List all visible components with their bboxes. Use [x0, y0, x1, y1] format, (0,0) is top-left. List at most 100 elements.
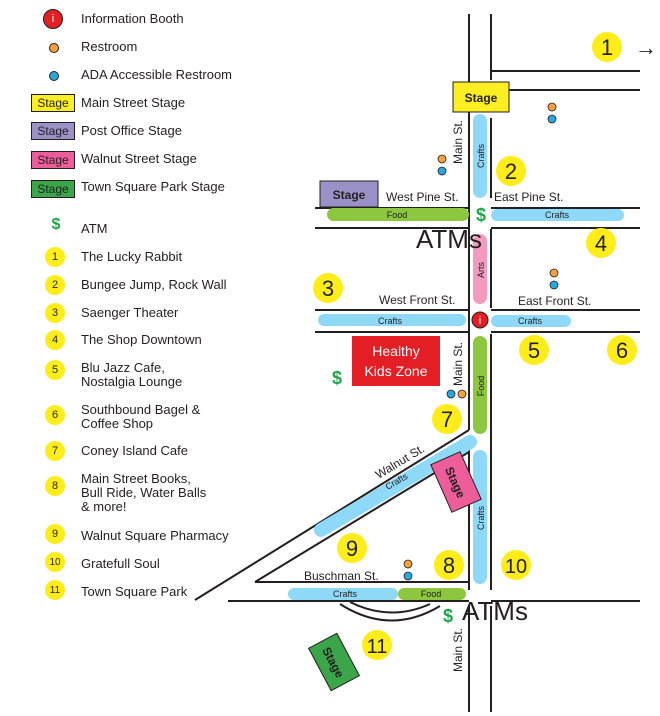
marker-4-number: 4 [595, 231, 607, 256]
marker-3: 3 [313, 273, 343, 303]
ada-restroom-dot [446, 389, 456, 399]
east-pine-label: East Pine St. [494, 190, 563, 204]
town-square-stage-icon: Stage [31, 180, 75, 198]
main-street-stage-label: Stage [465, 91, 498, 105]
number-11-icon: 11 [45, 580, 65, 600]
number-2-icon: 2 [45, 275, 65, 295]
food-strip-bottom [398, 588, 466, 600]
ada-restroom-dot [403, 571, 413, 581]
number-6-icon: 6 [45, 405, 65, 425]
legend-item-1: 1 The Lucky Rabbit [0, 246, 300, 270]
marker-7: 7 [432, 404, 462, 434]
atms-label-top: ATMs [416, 224, 482, 254]
crafts-label-main-north: Crafts [476, 144, 486, 169]
food-label-bottom: Food [421, 589, 442, 599]
map-stages: Stage Stage Stage Stage [307, 81, 510, 692]
post-office-stage-icon: Stage [31, 122, 75, 140]
atm-dollar-healthy: $ [332, 368, 342, 388]
legend-label: Main Street Books, Bull Ride, Water Ball… [81, 471, 207, 514]
legend-item-main-street-stage: Stage Main Street Stage [0, 92, 300, 116]
walnut-st-lower-edge [254, 451, 470, 583]
legend-item-ada-restroom: ADA Accessible Restroom [0, 64, 300, 88]
marker-6-number: 6 [616, 338, 628, 363]
marker-3-number: 3 [322, 276, 334, 301]
atms-label-bottom: ATMs [462, 596, 528, 626]
marker-2: 2 [496, 156, 526, 186]
legend-item-10: 10 Gratefull Soul [0, 552, 300, 576]
crafts-strip-east-pine [491, 209, 624, 221]
restroom-dot [547, 102, 557, 112]
map-restrooms [403, 102, 559, 581]
healthy-kids-line-1: Healthy [372, 343, 419, 359]
legend-label: Blu Jazz Cafe, Nostalgia Lounge [81, 360, 183, 389]
post-office-stage: Stage [319, 180, 379, 208]
legend-item-atm: $ ATM [0, 216, 300, 240]
town-square-arc-outer [339, 603, 441, 622]
marker-8-number: 8 [443, 553, 455, 578]
legend-item-info-booth: i Information Booth [0, 8, 300, 32]
town-square-stage-box [307, 632, 361, 692]
legend-item-9: 9 Walnut Square Pharmacy [0, 524, 300, 548]
ada-restroom-dot [549, 280, 559, 290]
legend-label: Saenger Theater [81, 305, 179, 320]
marker-8-circle [434, 550, 464, 580]
crafts-strip-walnut [314, 435, 477, 537]
legend-label: ATM [81, 221, 108, 236]
crafts-strip-main-south [473, 450, 487, 584]
legend-item-6: 6 Southbound Bagel & Coffee Shop [0, 402, 300, 434]
crafts-strip-bottom [288, 588, 398, 600]
walnut-st-upper-edge [194, 429, 470, 601]
marker-9-circle [337, 533, 367, 563]
legend-label: The Lucky Rabbit [81, 249, 183, 264]
legend-item-3: 3 Saenger Theater [0, 302, 300, 326]
main-st-label-bottom: Main St. [451, 628, 465, 672]
legend-label: Post Office Stage [81, 123, 182, 138]
ada-restroom-dot [437, 166, 447, 176]
walnut-street-stage-icon: Stage [31, 151, 75, 169]
map-info-booth: i [471, 311, 489, 329]
food-label-west-pine: Food [387, 210, 408, 220]
town-square-arc-inner [349, 601, 431, 614]
restroom-dot [457, 389, 467, 399]
marker-9-number: 9 [346, 536, 358, 561]
marker-4-circle [586, 228, 616, 258]
marker-5: 5 [519, 335, 549, 365]
crafts-strip-east-front [491, 315, 571, 327]
booth-strips [288, 114, 624, 600]
legend-item-town-square-stage: Stage Town Square Park Stage [0, 176, 300, 200]
number-10-icon: 10 [45, 552, 65, 572]
map-info-booth-symbol: i [479, 315, 481, 327]
atm-icon: $ [51, 216, 61, 233]
legend-label: Restroom [81, 39, 138, 54]
number-4-icon: 4 [45, 330, 65, 350]
town-square-stage: Stage [307, 632, 361, 692]
ada-restroom-dot [547, 114, 557, 124]
number-3-icon: 3 [45, 303, 65, 323]
legend-item-walnut-street-stage: Stage Walnut Street Stage [0, 148, 300, 172]
marker-9: 9 [337, 533, 367, 563]
healthy-kids-line-2: Kids Zone [364, 363, 427, 379]
post-office-stage-label: Stage [333, 188, 366, 202]
legend-label: Bungee Jump, Rock Wall [81, 277, 227, 292]
arrow-right-icon: → [635, 35, 657, 60]
marker-3-circle [313, 273, 343, 303]
walnut-street-stage: Stage [430, 451, 482, 513]
legend-item-post-office-stage: Stage Post Office Stage [0, 120, 300, 144]
number-7-icon: 7 [45, 441, 65, 461]
main-st-label-top: Main St. [451, 120, 465, 164]
buschman-st-label: Buschman St. [304, 569, 379, 583]
marker-6-circle [607, 335, 637, 365]
post-office-stage-box [319, 180, 379, 208]
arts-strip [473, 234, 487, 304]
info-booth-icon: i [43, 9, 63, 29]
legend-item-restroom: Restroom [0, 36, 300, 60]
arts-label: Arts [476, 262, 486, 279]
ada-restroom-icon [49, 71, 59, 81]
number-8-icon: 8 [45, 476, 65, 496]
main-street-stage-icon: Stage [31, 94, 75, 112]
map-atms: $ $ $ [332, 205, 486, 626]
crafts-label-main-south: Crafts [476, 506, 486, 531]
atm-dollar-pine: $ [476, 205, 486, 225]
crafts-strip-west-front [318, 314, 466, 326]
